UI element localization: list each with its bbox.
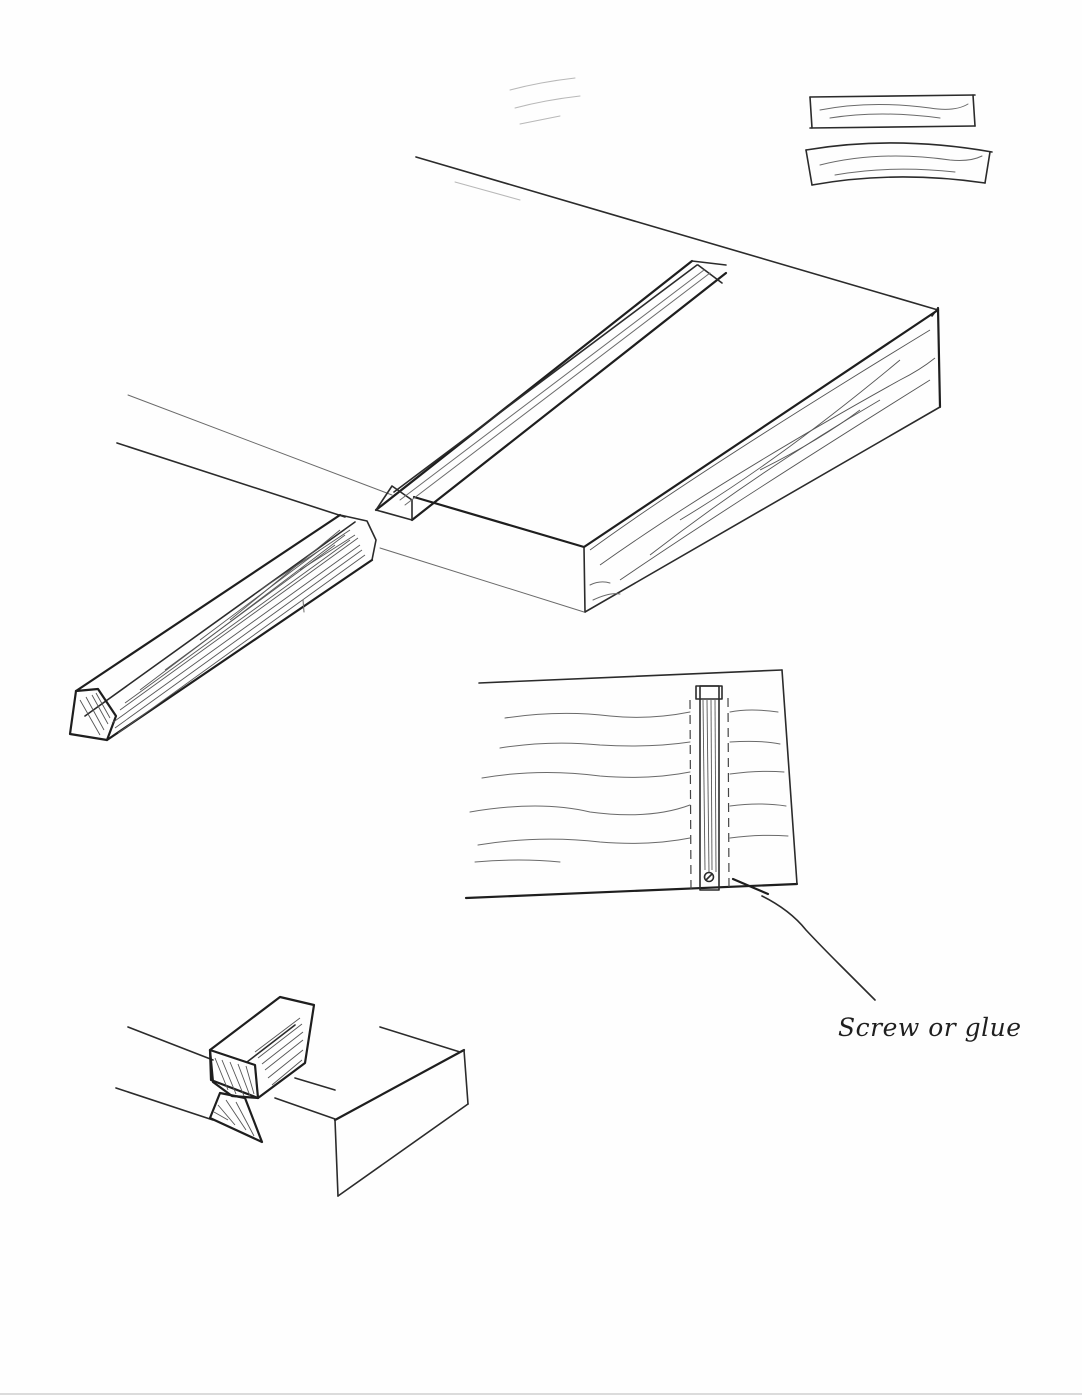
plan-grain-lines bbox=[469, 709, 789, 863]
key-shading bbox=[79, 529, 366, 736]
end-grain-lines bbox=[589, 329, 936, 601]
dovetail-groove bbox=[374, 259, 728, 522]
tabletop-with-dovetail-groove bbox=[68, 156, 942, 742]
closeup-shading bbox=[213, 1017, 304, 1137]
flat-board-section bbox=[809, 94, 976, 129]
board-end-grain-sketches bbox=[509, 77, 993, 186]
plan-view-key-in-groove bbox=[464, 669, 876, 1001]
cupped-board-section bbox=[805, 142, 993, 186]
key-hatching bbox=[702, 699, 717, 873]
dovetail-closeup bbox=[115, 995, 469, 1197]
screw-or-glue-label: Screw or glue bbox=[838, 1013, 1022, 1042]
screw-icon bbox=[703, 871, 715, 883]
dovetail-key bbox=[68, 513, 377, 742]
